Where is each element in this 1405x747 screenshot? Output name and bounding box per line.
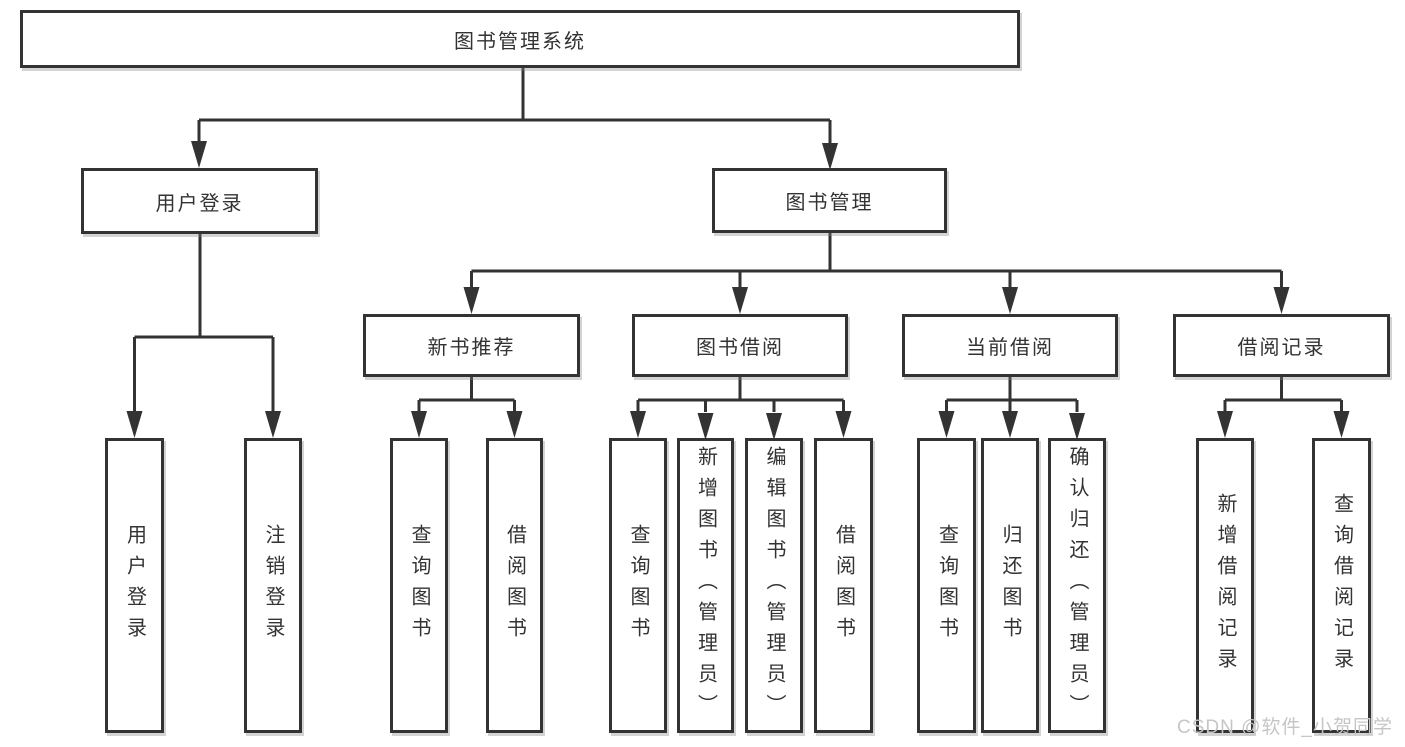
node-label: 确认归还（管理员） xyxy=(1066,446,1088,725)
node-label: 新增图书（管理员） xyxy=(694,446,717,725)
node-label: 用户登录 xyxy=(155,192,244,215)
leaf-edit-book-admin: 编辑图书（管理员） xyxy=(745,438,803,733)
node-label: 借阅记录 xyxy=(1237,337,1326,359)
node-label: 新书推荐 xyxy=(427,337,516,359)
node-label: 新增借阅记录 xyxy=(1214,492,1236,679)
leaf-borrow-books-recommend: 借阅图书 xyxy=(486,438,543,733)
csdn-watermark: CSDN @软件_小贺同学 xyxy=(1177,717,1393,738)
node-user-login: 用户登录 xyxy=(81,168,318,234)
node-new-book-recommend: 新书推荐 xyxy=(363,314,580,377)
node-label: 借阅图书 xyxy=(832,523,855,648)
node-label: 编辑图书（管理员） xyxy=(763,446,785,725)
node-label: 用户登录 xyxy=(123,523,146,648)
node-label: 图书借阅 xyxy=(696,337,784,359)
node-label: 查询图书 xyxy=(408,523,430,648)
node-label: 当前借阅 xyxy=(966,337,1054,359)
leaf-query-books-recommend: 查询图书 xyxy=(390,438,448,733)
node-label: 借阅图书 xyxy=(503,523,526,648)
leaf-add-borrow-record: 新增借阅记录 xyxy=(1196,438,1254,733)
leaf-query-borrow-record: 查询借阅记录 xyxy=(1312,438,1371,733)
node-label: 归还图书 xyxy=(999,523,1021,648)
node-book-borrow: 图书借阅 xyxy=(632,314,848,377)
node-book-management: 图书管理 xyxy=(712,168,947,233)
leaf-borrow-books: 借阅图书 xyxy=(814,438,873,733)
node-borrow-records: 借阅记录 xyxy=(1173,314,1390,377)
leaf-confirm-return-admin: 确认归还（管理员） xyxy=(1048,438,1106,733)
leaf-return-book: 归还图书 xyxy=(981,438,1039,733)
leaf-add-book-admin: 新增图书（管理员） xyxy=(677,438,734,733)
node-label: 图书管理系统 xyxy=(454,30,586,53)
leaf-user-login: 用户登录 xyxy=(105,438,164,733)
leaf-logout: 注销登录 xyxy=(244,438,302,733)
node-label: 查询图书 xyxy=(935,523,958,648)
leaf-query-books-current: 查询图书 xyxy=(917,438,976,733)
leaf-query-books-borrow: 查询图书 xyxy=(609,438,667,733)
node-label: 查询借阅记录 xyxy=(1330,492,1353,679)
node-root-library-system: 图书管理系统 xyxy=(20,10,1020,68)
node-label: 注销登录 xyxy=(262,523,284,648)
node-current-borrow: 当前借阅 xyxy=(902,314,1118,377)
arrowhead-icons xyxy=(126,141,1350,440)
node-label: 查询图书 xyxy=(627,523,649,648)
node-label: 图书管理 xyxy=(785,192,874,214)
